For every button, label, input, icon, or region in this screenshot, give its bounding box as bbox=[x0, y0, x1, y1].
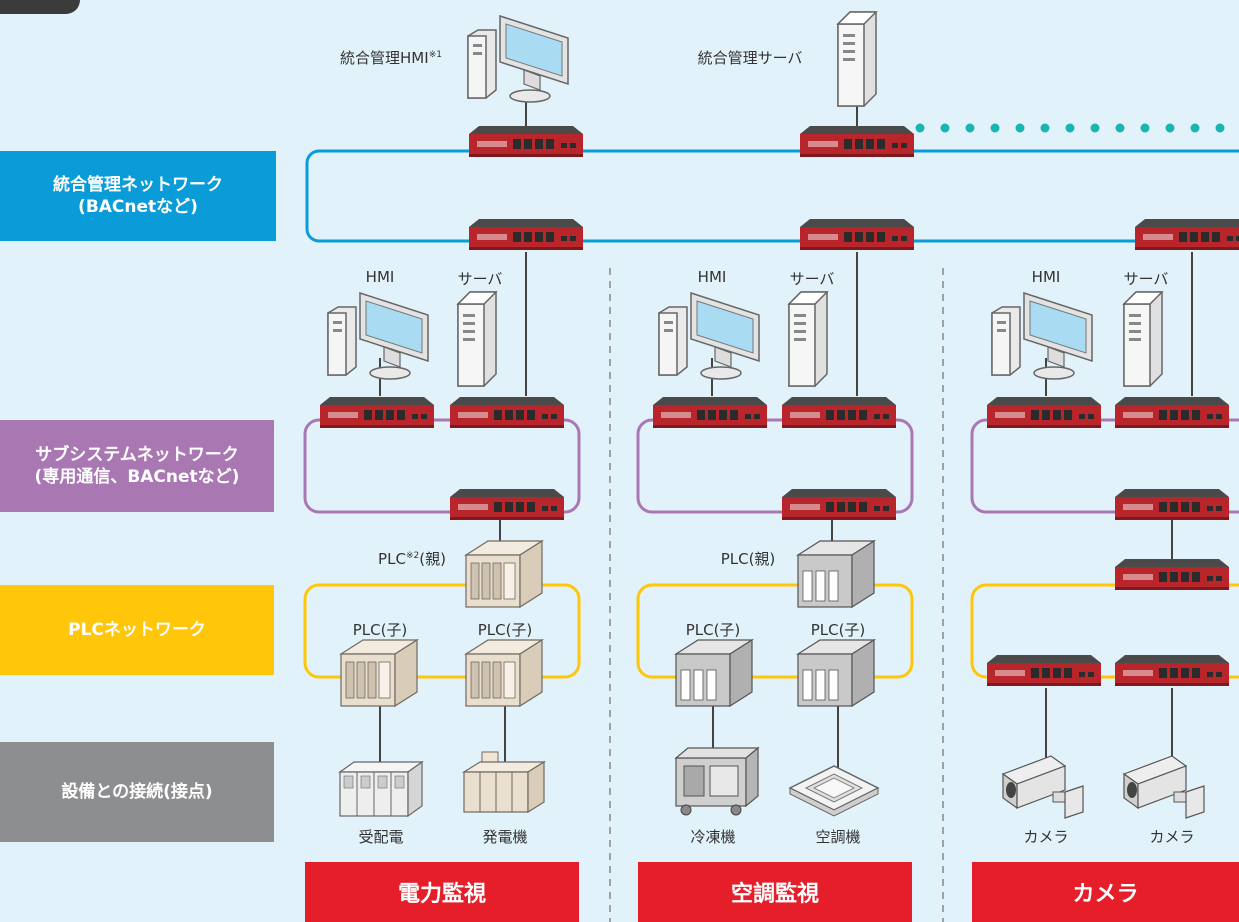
camera-icon bbox=[1123, 755, 1205, 819]
switch-icon bbox=[1115, 559, 1229, 590]
plc-child-label: PLC(子) bbox=[685, 621, 741, 639]
hmi-label: HMI bbox=[365, 268, 395, 286]
subsystem-ring-hvac bbox=[636, 418, 914, 514]
switch-icon bbox=[1135, 219, 1239, 250]
server-label: サーバ bbox=[1123, 270, 1169, 288]
plc-icon bbox=[340, 639, 418, 707]
server-icon bbox=[837, 11, 877, 107]
switch-icon bbox=[469, 126, 583, 157]
pc-icon bbox=[467, 15, 569, 103]
network-label-subsystem: サブシステムネットワーク (専用通信、BACnetなど) bbox=[0, 420, 274, 512]
plc-child-label: PLC(子) bbox=[352, 621, 408, 639]
switch-icon bbox=[1115, 489, 1229, 520]
plc-icon bbox=[675, 639, 753, 707]
server-label: サーバ bbox=[789, 270, 835, 288]
server-icon bbox=[457, 291, 497, 387]
hmi-label: HMI bbox=[1031, 268, 1061, 286]
equipment-label: 受配電 bbox=[358, 828, 404, 846]
switch-icon bbox=[987, 397, 1101, 428]
integrated-server-label: 統合管理サーバ bbox=[697, 49, 803, 67]
subsystem-ring-power bbox=[303, 418, 581, 514]
pc-icon bbox=[991, 292, 1093, 380]
switchgear-icon bbox=[339, 761, 423, 817]
plc-child-label: PLC(子) bbox=[477, 621, 533, 639]
column-title-power: 電力監視 bbox=[305, 862, 579, 922]
equipment-label: 冷凍機 bbox=[690, 828, 736, 846]
switch-icon bbox=[450, 489, 564, 520]
camera-icon bbox=[1002, 755, 1084, 819]
column-title-hvac: 空調監視 bbox=[638, 862, 912, 922]
switch-icon bbox=[450, 397, 564, 428]
switch-icon bbox=[800, 126, 914, 157]
plc-icon bbox=[797, 540, 875, 608]
network-label-backbone: 統合管理ネットワーク (BACnetなど) bbox=[0, 151, 276, 241]
plc-icon bbox=[797, 639, 875, 707]
equipment-label: カメラ bbox=[1023, 828, 1069, 846]
corner-tab bbox=[0, 0, 80, 14]
plc-icon bbox=[465, 639, 543, 707]
switch-icon bbox=[469, 219, 583, 250]
plc-child-label: PLC(子) bbox=[810, 621, 866, 639]
switch-icon bbox=[782, 397, 896, 428]
chiller-icon bbox=[675, 747, 759, 816]
switch-icon bbox=[653, 397, 767, 428]
network-label-equipment: 設備との接続(接点) bbox=[0, 742, 274, 842]
integrated-hmi-label: 統合管理HMI※1 bbox=[340, 49, 442, 67]
plc-parent-label: PLC(親) bbox=[720, 550, 776, 568]
extension-dots bbox=[915, 123, 1225, 133]
switch-icon bbox=[782, 489, 896, 520]
equipment-label: 空調機 bbox=[815, 828, 861, 846]
pc-icon bbox=[327, 292, 429, 380]
server-icon bbox=[788, 291, 828, 387]
equipment-label: カメラ bbox=[1149, 828, 1195, 846]
plc-icon bbox=[465, 540, 543, 608]
ac-unit-icon bbox=[789, 765, 879, 817]
switch-icon bbox=[987, 655, 1101, 686]
server-label: サーバ bbox=[457, 270, 503, 288]
switch-icon bbox=[800, 219, 914, 250]
switch-icon bbox=[1115, 397, 1229, 428]
column-title-camera: カメラ bbox=[972, 862, 1239, 922]
equipment-label: 発電機 bbox=[482, 828, 528, 846]
switch-icon bbox=[1115, 655, 1229, 686]
plc-parent-label: PLC※2(親) bbox=[378, 550, 446, 568]
backbone-ring bbox=[305, 149, 1239, 243]
network-label-plc: PLCネットワーク bbox=[0, 585, 274, 675]
server-icon bbox=[1123, 291, 1163, 387]
plc-ring-power bbox=[303, 583, 581, 679]
pc-icon bbox=[658, 292, 760, 380]
plc-ring-hvac bbox=[636, 583, 914, 679]
hmi-label: HMI bbox=[697, 268, 727, 286]
switch-icon bbox=[320, 397, 434, 428]
